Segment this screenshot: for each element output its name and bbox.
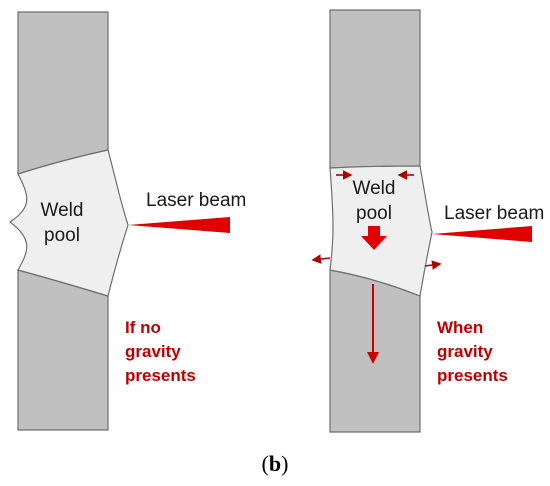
- caption-close-paren: ): [281, 451, 288, 476]
- right-laser-label: Laser beam: [444, 203, 544, 224]
- right-lower-plate: [329, 269, 421, 433]
- left-condition-line2: gravity: [125, 342, 181, 361]
- left-weld-pool-label-line2: pool: [44, 225, 80, 246]
- left-upper-plate: [17, 11, 109, 175]
- caption-open-paren: (: [262, 451, 269, 476]
- right-bulge-left-arrow: [311, 254, 331, 264]
- right-condition-line1: When: [437, 318, 483, 337]
- left-laser-label: Laser beam: [146, 190, 246, 211]
- caption-letter: b: [269, 451, 281, 476]
- left-laser-beam: [128, 217, 230, 233]
- right-gravity-pool-arrow: [361, 226, 387, 250]
- left-lower-plate: [17, 269, 109, 431]
- left-weld-pool-label-line1: Weld: [41, 200, 84, 221]
- right-weld-pool-label-line2: pool: [356, 203, 392, 224]
- left-condition-line1: If no: [125, 318, 161, 337]
- left-weld-pool: [8, 149, 129, 297]
- right-gravity-arrow-head: [367, 352, 379, 364]
- right-bulge-right-arrow: [424, 260, 442, 270]
- right-upper-plate: [329, 9, 421, 169]
- figure-caption: (b): [262, 451, 289, 476]
- right-panel: Weld pool Laser beam When gravity presen…: [311, 9, 544, 433]
- left-panel: Weld pool Laser beam If no gravity prese…: [8, 11, 246, 431]
- right-condition-line2: gravity: [437, 342, 493, 361]
- left-condition-line3: presents: [125, 366, 196, 385]
- right-weld-pool: [329, 165, 433, 297]
- right-laser-beam: [432, 226, 532, 242]
- right-condition-line3: presents: [437, 366, 508, 385]
- right-weld-pool-label-line1: Weld: [353, 178, 396, 199]
